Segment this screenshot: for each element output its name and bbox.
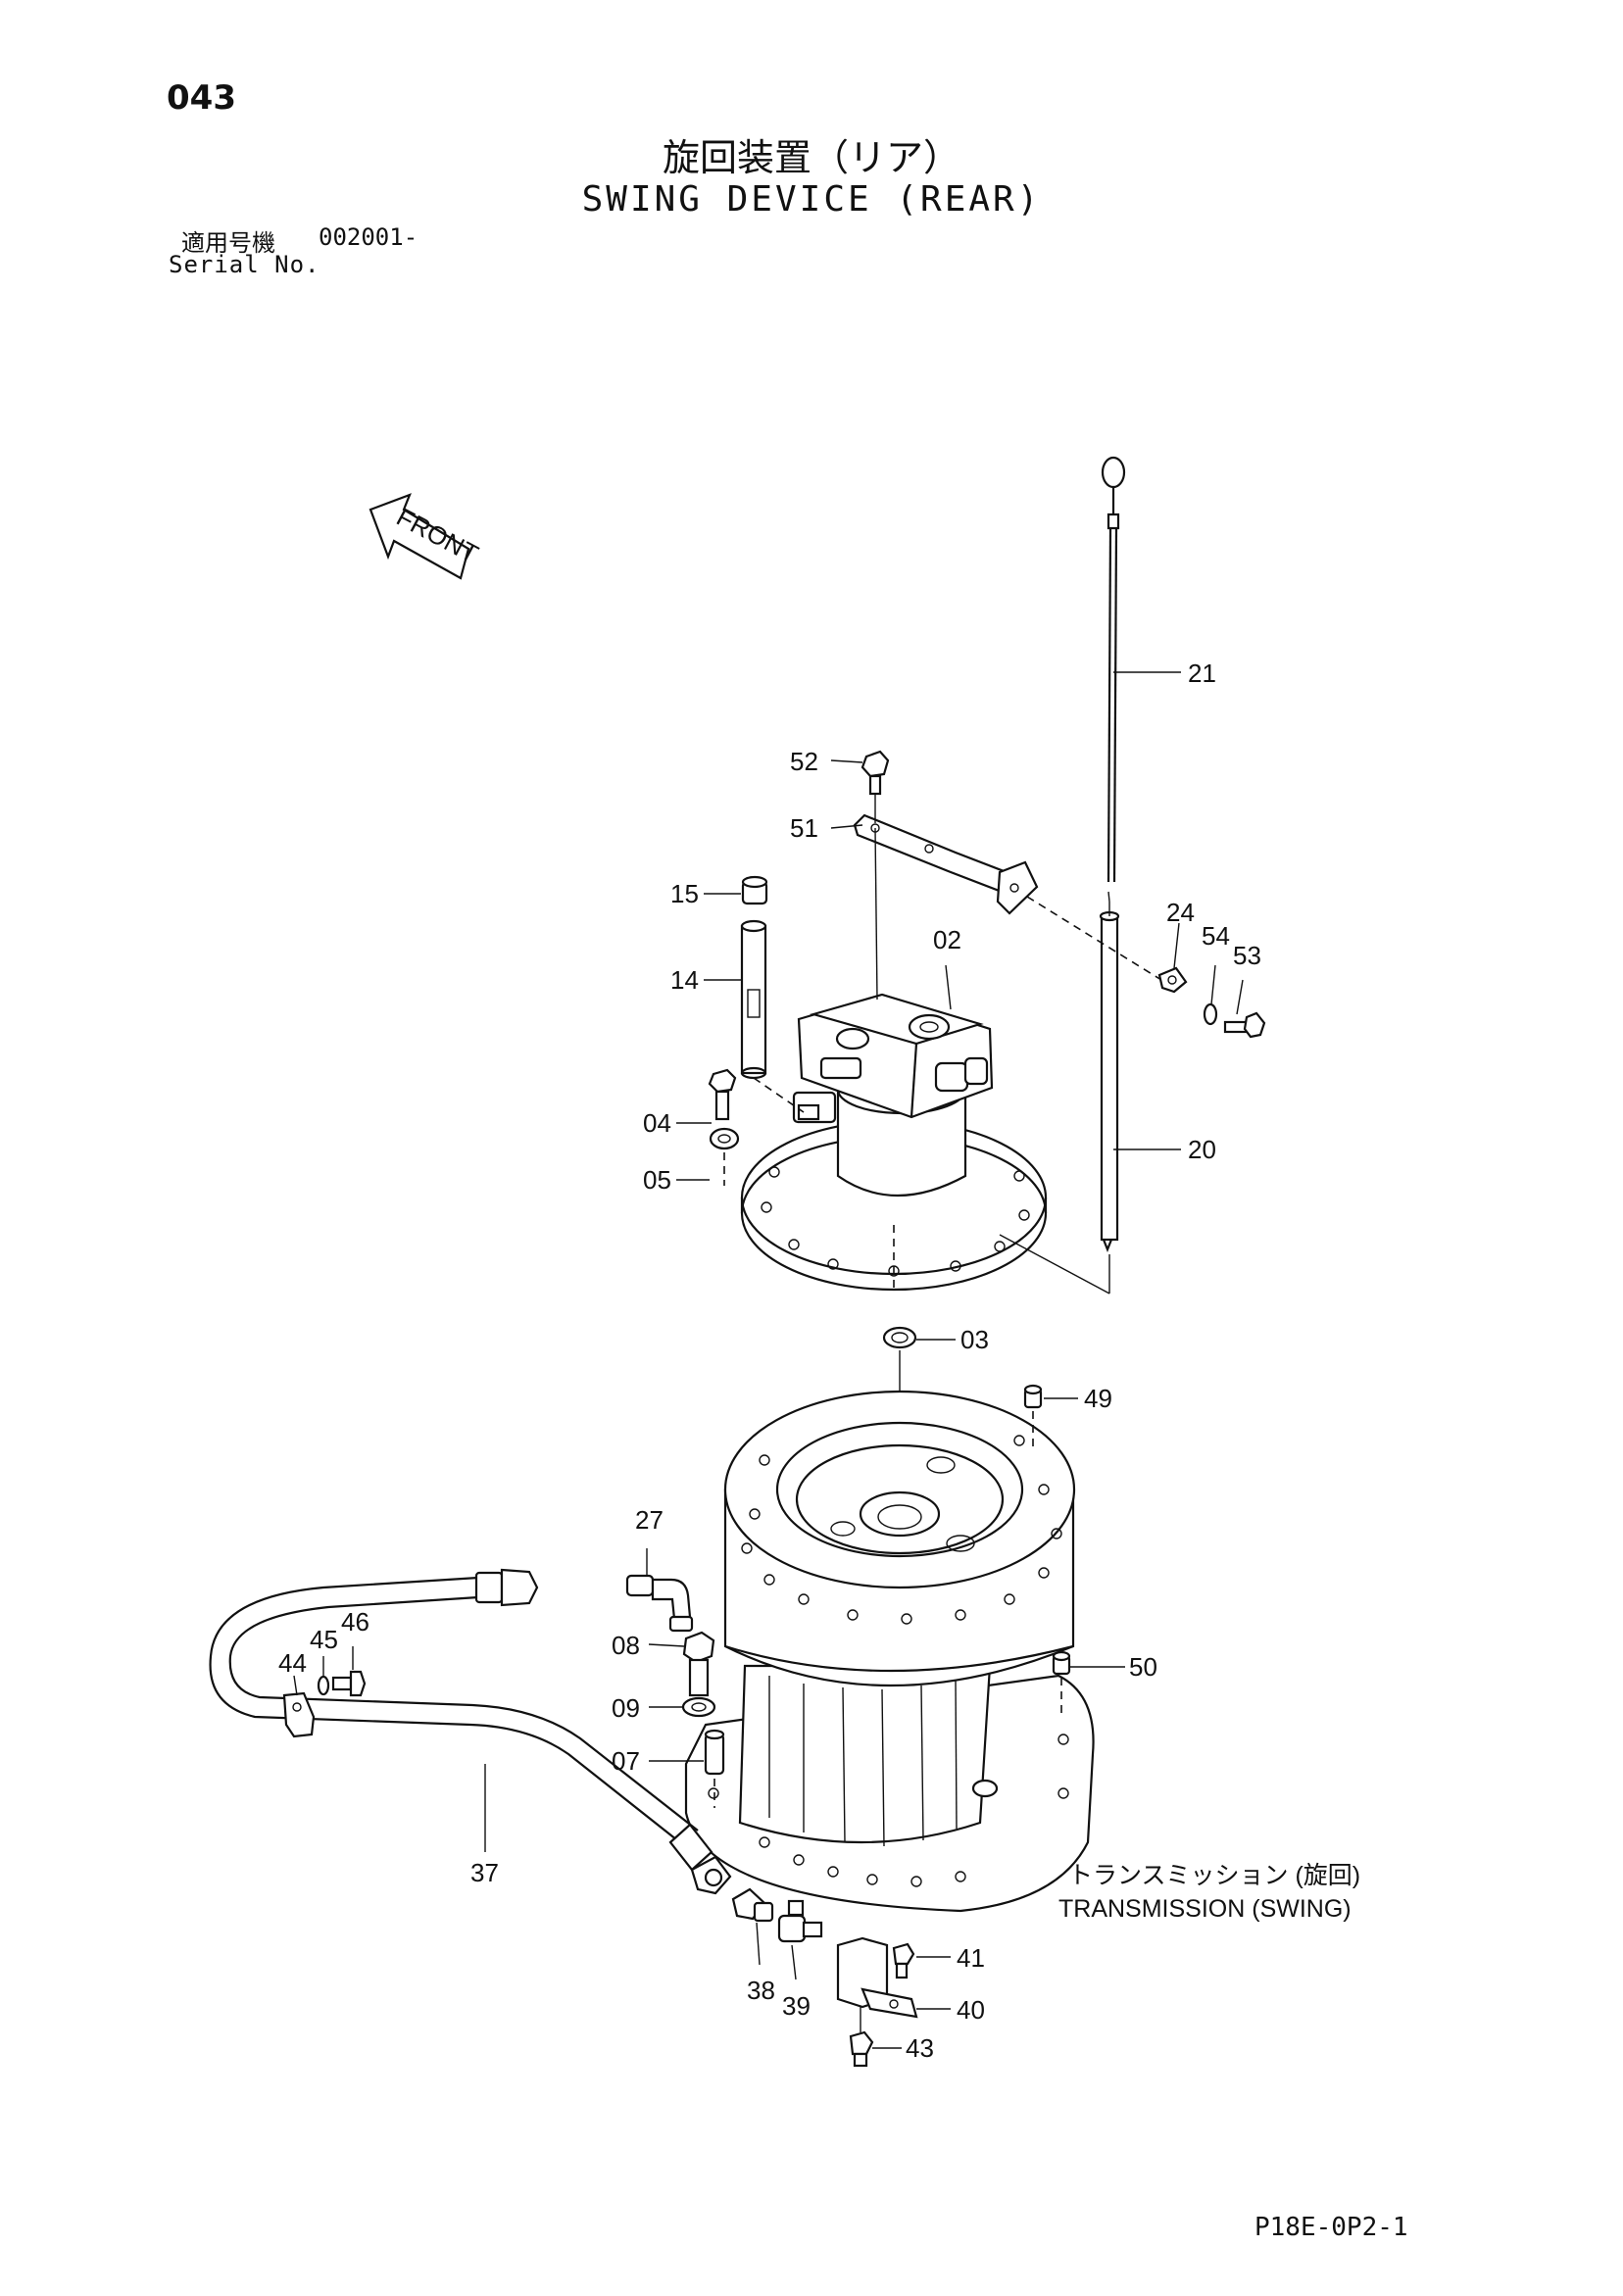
- bolt-part-53: [1223, 1011, 1266, 1039]
- bolt-part-04: [708, 1068, 737, 1121]
- plug-part-50: [1052, 1650, 1071, 1676]
- level-pipe-part-20: [1099, 902, 1120, 1252]
- bolt-part-43: [849, 2030, 874, 2068]
- callout-46: 46: [341, 1607, 369, 1637]
- callout-43: 43: [906, 2033, 934, 2063]
- clip-part-24: [1157, 966, 1188, 994]
- callout-44: 44: [278, 1648, 307, 1678]
- elbow-fitting-part-27: [625, 1574, 694, 1633]
- front-direction-arrow: FRONT: [369, 493, 483, 580]
- callout-leaders: [293, 671, 1244, 2049]
- bracket-part-51: [853, 813, 1039, 915]
- serial-label: Serial No.: [169, 251, 320, 278]
- bracket-part-40: [836, 1936, 918, 2019]
- callout-20: 20: [1188, 1135, 1216, 1164]
- washer-part-05: [709, 1127, 740, 1150]
- bolt-part-52: [861, 750, 890, 823]
- page-number: 043: [167, 78, 236, 118]
- callout-05: 05: [643, 1165, 671, 1195]
- callout-04: 04: [643, 1108, 671, 1138]
- transmission-label: TRANSMISSION (SWING): [1058, 1895, 1352, 1923]
- transmission-label-japanese: トランスミッション (旋回): [1068, 1862, 1360, 1889]
- callout-50: 50: [1129, 1652, 1157, 1682]
- swing-transmission-housing: [684, 1390, 1095, 1913]
- callout-37: 37: [470, 1858, 499, 1887]
- callout-02: 02: [933, 925, 961, 954]
- callout-40: 40: [957, 1995, 985, 2025]
- swing-motor-part-02: [740, 993, 1048, 1292]
- callout-03: 03: [960, 1325, 989, 1354]
- callout-54: 54: [1202, 921, 1230, 951]
- o-ring-part-03: [882, 1326, 917, 1349]
- bolt-part-41: [892, 1942, 915, 1979]
- clamp-part-44: [282, 1691, 316, 1738]
- callout-21: 21: [1188, 659, 1216, 688]
- callout-08: 08: [612, 1631, 640, 1660]
- bolt-part-08: [682, 1631, 715, 1697]
- callout-labels: 21 20 52 51 15 14 02 04 05 03 49 50 24 5…: [278, 659, 1261, 2063]
- page-title-japanese: 旋回装置（リア）: [662, 138, 960, 179]
- washer-part-09: [681, 1696, 716, 1718]
- adapter-part-38: [731, 1887, 774, 1923]
- callout-52: 52: [790, 747, 818, 776]
- callout-51: 51: [790, 813, 818, 843]
- callout-49: 49: [1084, 1384, 1112, 1413]
- page-title: SWING DEVICE (REAR): [581, 179, 1042, 220]
- callout-53: 53: [1233, 941, 1261, 970]
- callout-09: 09: [612, 1693, 640, 1723]
- pin-part-07: [704, 1729, 725, 1776]
- callout-39: 39: [782, 1991, 811, 2021]
- pipe-part-14: [740, 919, 767, 1080]
- callout-15: 15: [670, 879, 699, 908]
- washer-part-54: [1203, 1002, 1218, 1026]
- plug-part-49: [1023, 1384, 1043, 1409]
- callout-14: 14: [670, 965, 699, 995]
- callout-07: 07: [612, 1746, 640, 1776]
- valve-part-39: [777, 1899, 823, 1943]
- bolt-part-46: [331, 1670, 367, 1697]
- washer-part-45: [317, 1675, 330, 1696]
- callout-38: 38: [747, 1976, 775, 2005]
- serial-label-japanese: 適用号機: [181, 230, 275, 257]
- cap-part-15: [741, 875, 768, 905]
- callout-45: 45: [310, 1625, 338, 1654]
- callout-27: 27: [635, 1505, 664, 1535]
- callout-24: 24: [1166, 898, 1195, 927]
- dipstick-part-21: [1101, 456, 1126, 903]
- serial-number-value: 002001-: [319, 223, 418, 251]
- reference-code: P18E-0P2-1: [1254, 2213, 1408, 2242]
- hose-part-37: [209, 1568, 732, 1895]
- callout-41: 41: [957, 1943, 985, 1973]
